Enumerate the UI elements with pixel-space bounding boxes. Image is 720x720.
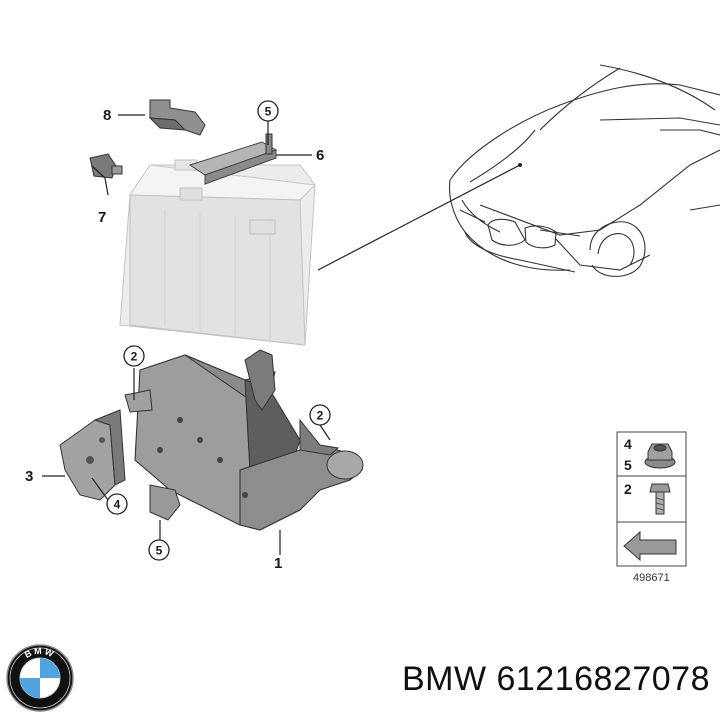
flange-nut-icon bbox=[644, 443, 676, 469]
circled-callout-5-bottom: 5 bbox=[148, 539, 170, 561]
battery-ghost bbox=[119, 159, 317, 346]
kidney-grille bbox=[459, 209, 581, 249]
legend-label-5: 5 bbox=[624, 457, 632, 473]
callout-label-7: 7 bbox=[98, 209, 106, 226]
part-3-bracket bbox=[59, 409, 126, 501]
circled-callout-2-right: 2 bbox=[309, 404, 331, 426]
bmw-logo: BMW bbox=[6, 644, 74, 712]
callout-label-3: 3 bbox=[25, 468, 33, 485]
circled-label-5-bottom: 5 bbox=[156, 544, 163, 558]
callout-label-8: 8 bbox=[103, 107, 111, 124]
car-leader-line bbox=[317, 163, 522, 271]
part-8-terminal-cover bbox=[148, 99, 206, 136]
circled-callout-2-left: 2 bbox=[123, 345, 145, 367]
car-outline bbox=[448, 64, 720, 277]
callout-label-6: 6 bbox=[316, 147, 324, 164]
circled-callout-4-bottom: 4 bbox=[106, 493, 128, 515]
callout-leaders bbox=[42, 114, 331, 555]
circled-label-4-bottom: 4 bbox=[114, 498, 121, 512]
callout-label-1: 1 bbox=[274, 555, 282, 572]
fastener-legend: 4 5 2 498671 bbox=[616, 431, 687, 584]
reference-number: 498671 bbox=[633, 572, 670, 584]
arrow-icon bbox=[623, 530, 677, 562]
circled-callout-5-top: 5 bbox=[257, 100, 279, 122]
bolt-icon bbox=[649, 483, 671, 515]
circled-label-2-left: 2 bbox=[131, 350, 138, 364]
legend-label-4: 4 bbox=[624, 436, 632, 452]
circled-label-2-right: 2 bbox=[317, 409, 324, 423]
legend-label-2: 2 bbox=[624, 481, 632, 497]
part-number-caption: BMW 61216827078 bbox=[401, 660, 710, 698]
circled-label-5-top: 5 bbox=[265, 105, 272, 119]
part-7-connector bbox=[89, 153, 123, 179]
part-1-battery-tray bbox=[124, 349, 364, 531]
part-6-hold-down-clamp bbox=[188, 133, 278, 185]
svg-text:BMW: BMW bbox=[23, 646, 57, 660]
